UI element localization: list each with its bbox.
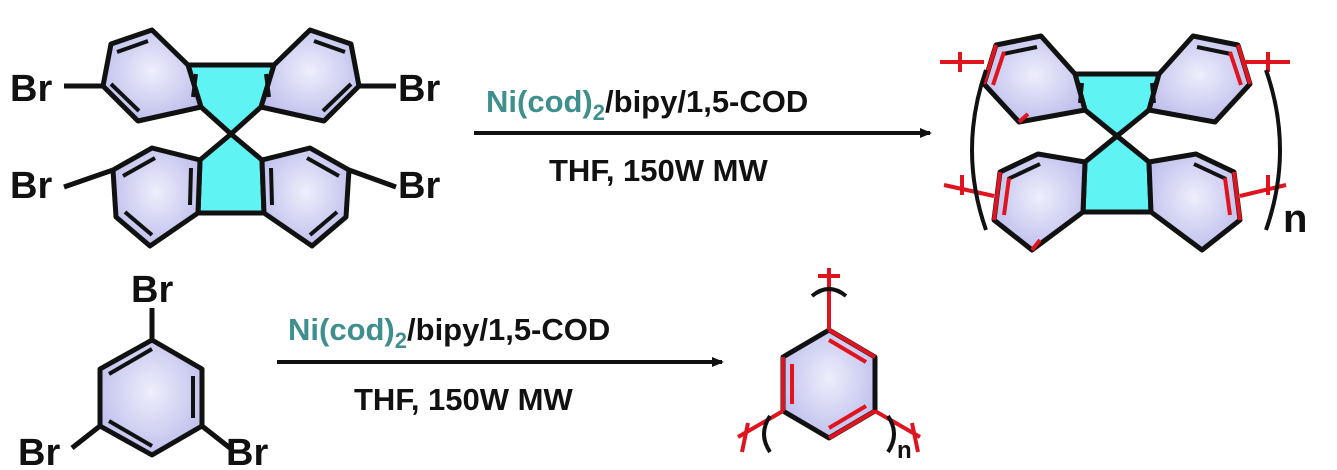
repeat-index-n-2: n	[897, 437, 912, 464]
cyclopentane-ring	[185, 62, 277, 137]
product-cyclopentane-upper	[1072, 71, 1162, 139]
br-label-right: Br	[226, 432, 268, 470]
reactant-2-tribromobenzene: Br Br Br	[18, 269, 268, 470]
benzene-ring-right	[259, 145, 352, 249]
reactant-1-spirobifluorene: Br Br Br Br	[10, 27, 440, 249]
solvent-label-1: THF, 150W MW	[549, 153, 768, 188]
upper-fluorene	[100, 27, 362, 137]
br-label-left: Br	[18, 432, 60, 470]
reaction-1-conditions: Ni(cod)2/bipy/1,5-COD THF, 150W MW	[474, 84, 932, 188]
product-benzene-ring	[780, 327, 878, 441]
cyclopentane-ring	[195, 131, 267, 216]
solvent-label-2: THF, 150W MW	[354, 382, 573, 417]
reaction-2-conditions: Ni(cod)2/bipy/1,5-COD THF, 150W MW	[277, 312, 724, 417]
lower-fluorene	[110, 131, 352, 249]
product-cyclopentane-lower	[1080, 133, 1154, 215]
repeat-bracket-right	[886, 414, 896, 454]
br-label-bottom-left: Br	[10, 165, 52, 207]
repeat-bracket-left	[970, 69, 988, 231]
benzene-ring-left	[110, 145, 203, 249]
repeat-bracket-right	[1264, 69, 1282, 231]
benzene-ring	[97, 337, 205, 458]
br-label-top-right: Br	[398, 68, 440, 110]
benzene-ring-right	[258, 27, 362, 124]
product-2-polyphenylene: n	[736, 268, 922, 464]
repeat-bracket-top	[810, 287, 848, 298]
repeat-index-n-1: n	[1283, 197, 1307, 241]
br-label-bottom-right: Br	[398, 165, 440, 207]
catalyst-label-1: Ni(cod)2/bipy/1,5-COD	[486, 84, 808, 125]
catalyst-label-2: Ni(cod)2/bipy/1,5-COD	[288, 312, 610, 353]
br-label-top: Br	[131, 269, 173, 311]
benzene-ring-left	[100, 27, 204, 124]
br-label-top-left: Br	[10, 68, 52, 110]
product-1-polyspirobifluorene: n	[940, 33, 1307, 253]
repeat-bracket-left	[762, 414, 772, 454]
